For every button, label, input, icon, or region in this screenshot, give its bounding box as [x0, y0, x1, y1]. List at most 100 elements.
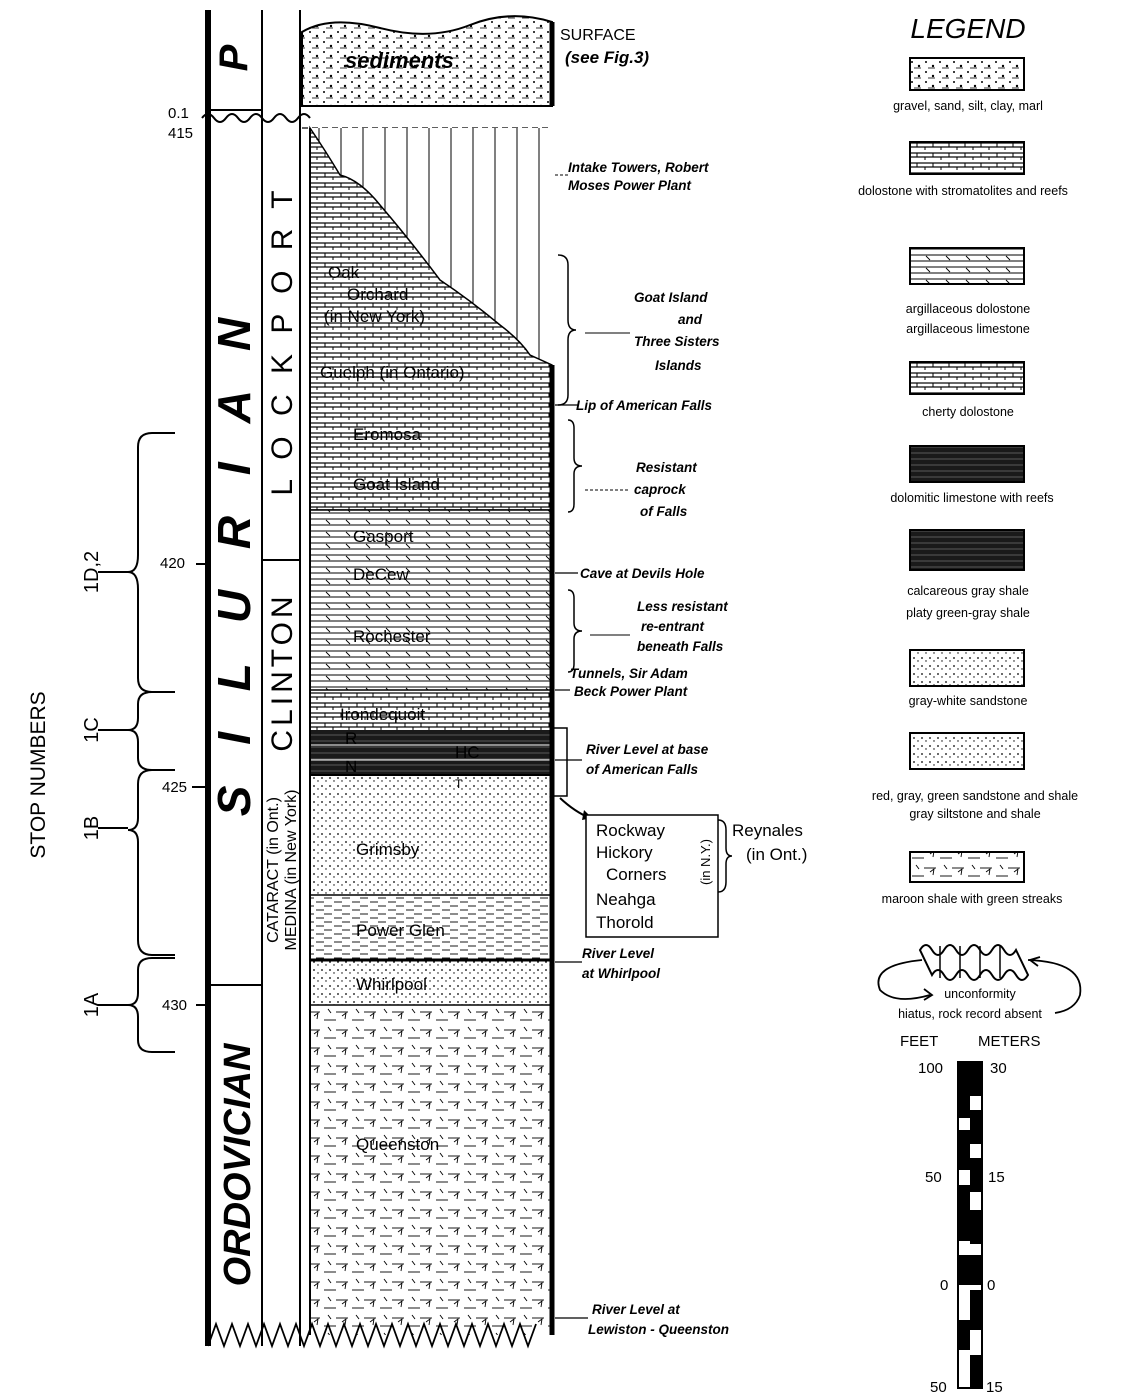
scale-m0: 0: [987, 1277, 995, 1294]
stop-1c: 1C: [81, 717, 103, 743]
reynales-inset: Rockway Hickory Corners Neahga Thorold (…: [552, 728, 807, 937]
formation-sediments: sediments: [345, 48, 454, 73]
surface-label: SURFACE: [560, 27, 636, 44]
legend-label-3-1: cherty dolostone: [922, 405, 1014, 419]
legend-label-5-2: platy green-gray shale: [906, 606, 1030, 620]
legend-label-4-1: dolomitic limestone with reefs: [890, 491, 1053, 505]
reynales-label: Reynales: [732, 821, 803, 840]
scale-meters-label: METERS: [978, 1033, 1041, 1050]
note-tunnels-2: Beck Power Plant: [574, 684, 688, 699]
formation-orchard: Orchard: [347, 285, 408, 304]
see-fig-label: (see Fig.3): [565, 48, 649, 67]
note-intake-1: Intake Towers, Robert: [568, 160, 709, 175]
legend-label-6-1: gray-white sandstone: [909, 694, 1028, 708]
clinton-label: CLINTON: [266, 592, 299, 751]
formation-irondequoit: Irondequoit: [340, 705, 425, 724]
legend-swatch-sediments: [910, 58, 1024, 90]
legend-swatch-red-gray-green-sandstone: [910, 733, 1024, 769]
formation-n: N: [345, 757, 357, 776]
legend-swatch-stromatolite: [910, 142, 1024, 174]
reynales-item-neahga: Neahga: [596, 890, 656, 909]
formation-oak: Oak: [328, 263, 360, 282]
scale-feet-label: FEET: [900, 1033, 938, 1050]
scale-f0: 0: [940, 1277, 948, 1294]
legend-label-8-1: maroon shale with green streaks: [882, 892, 1063, 906]
formation-decew: DeCew: [353, 565, 409, 584]
formation-hc: HC: [455, 743, 480, 762]
legend-swatch-cherty: [910, 362, 1024, 394]
silurian-label: S I L U R I A N: [208, 304, 260, 816]
note-resist-3: of Falls: [640, 504, 688, 519]
reynales-in-ont: (in Ont.): [746, 845, 807, 864]
note-cave: Cave at Devils Hole: [580, 566, 705, 581]
legend-label-5-1: calcareous gray shale: [907, 584, 1029, 598]
formation-power-glen: Power Glen: [356, 921, 445, 940]
ordovician-label: ORDOVICIAN: [217, 1042, 259, 1286]
formation-grimsby: Grimsby: [356, 840, 420, 859]
legend-label-1-1: dolostone with stromatolites and reefs: [858, 184, 1068, 198]
stop-numbers: STOP NUMBERS 1D,2 1C 1B 1A: [27, 433, 175, 1052]
annotations: Intake Towers, Robert Moses Power Plant …: [555, 160, 729, 1337]
scale-m15: 15: [988, 1169, 1005, 1186]
reynales-item-thorold: Thorold: [596, 913, 654, 932]
scale-fneg50: 50: [930, 1379, 947, 1396]
formation-guelph: Guelph (in Ontario): [320, 363, 465, 382]
legend-swatch-gray-white-sandstone: [910, 650, 1024, 686]
formation-queenston: Queenston: [356, 1135, 439, 1154]
note-river-lew-2: Lewiston - Queenston: [588, 1322, 729, 1337]
formation-in-ny: (in New York): [324, 307, 425, 326]
legend-swatch-calcareous-shale: [910, 530, 1024, 570]
note-resist-1: Resistant: [636, 460, 697, 475]
formation-t: T: [455, 777, 463, 791]
formation-gasport: Gasport: [353, 527, 414, 546]
legend-label-7-1: red, gray, green sandstone and shale: [872, 789, 1078, 803]
scale-m30: 30: [990, 1060, 1007, 1077]
legend-unconformity-2: hiatus, rock record absent: [898, 1007, 1042, 1021]
legend-swatch-maroon-shale: [910, 852, 1024, 882]
legend-label-2-1: argillaceous dolostone: [906, 302, 1030, 316]
formation-rochester: Rochester: [353, 627, 431, 646]
formation-whirlpool: Whirlpool: [356, 975, 427, 994]
formation-eromosa: Eromosa: [353, 425, 422, 444]
note-goat-2: and: [678, 312, 703, 327]
legend-label-7-2: gray siltstone and shale: [909, 807, 1040, 821]
depth-425: 425: [162, 779, 187, 796]
legend-swatch-argillaceous: [910, 248, 1024, 284]
formation-r: R: [345, 729, 357, 748]
stop-1a: 1A: [81, 992, 103, 1017]
scale-f50: 50: [925, 1169, 942, 1186]
depth-420: 420: [160, 555, 185, 572]
note-less-2: re-entrant: [641, 619, 705, 634]
note-river-whirl-2: at Whirlpool: [582, 966, 660, 981]
legend-swatch-dolomitic-limestone: [910, 446, 1024, 482]
legend-title: LEGEND: [910, 13, 1025, 44]
stop-1d2: 1D,2: [81, 551, 103, 593]
note-goat-4: Islands: [655, 358, 702, 373]
note-less-1: Less resistant: [637, 599, 728, 614]
pleistocene-label: P: [212, 44, 256, 71]
depth-0-1: 0.1: [168, 105, 189, 122]
reynales-item-corners: Corners: [606, 865, 666, 884]
legend-unconformity-symbol: [920, 945, 1028, 980]
formation-goat-island: Goat Island: [353, 475, 440, 494]
reynales-in-ny: (in N.Y.): [698, 839, 713, 885]
note-intake-2: Moses Power Plant: [568, 178, 692, 193]
note-lip: Lip of American Falls: [576, 398, 713, 413]
note-river-base-2: of American Falls: [586, 762, 699, 777]
medina-label: MEDINA (in New York): [283, 790, 300, 951]
scale-bar: FEET METERS 100 30 50 15 0 0 50 15: [900, 1033, 1041, 1396]
depth-430: 430: [162, 997, 187, 1014]
cataract-label: CATARACT (in Ont.): [265, 797, 282, 943]
scale-mneg15: 15: [986, 1379, 1003, 1396]
legend-unconformity-1: unconformity: [944, 987, 1016, 1001]
reynales-item-rockway: Rockway: [596, 821, 665, 840]
legend-label-2-2: argillaceous limestone: [906, 322, 1030, 336]
stop-1b: 1B: [81, 816, 103, 840]
legend-label-0-1: gravel, sand, silt, clay, marl: [893, 99, 1043, 113]
depth-415: 415: [168, 125, 193, 142]
note-river-base-1: River Level at base: [586, 742, 709, 757]
note-less-3: beneath Falls: [637, 639, 724, 654]
stop-numbers-title: STOP NUMBERS: [27, 691, 50, 858]
legend: LEGEND gravel, sand, silt, clay, marl do…: [858, 13, 1080, 1021]
